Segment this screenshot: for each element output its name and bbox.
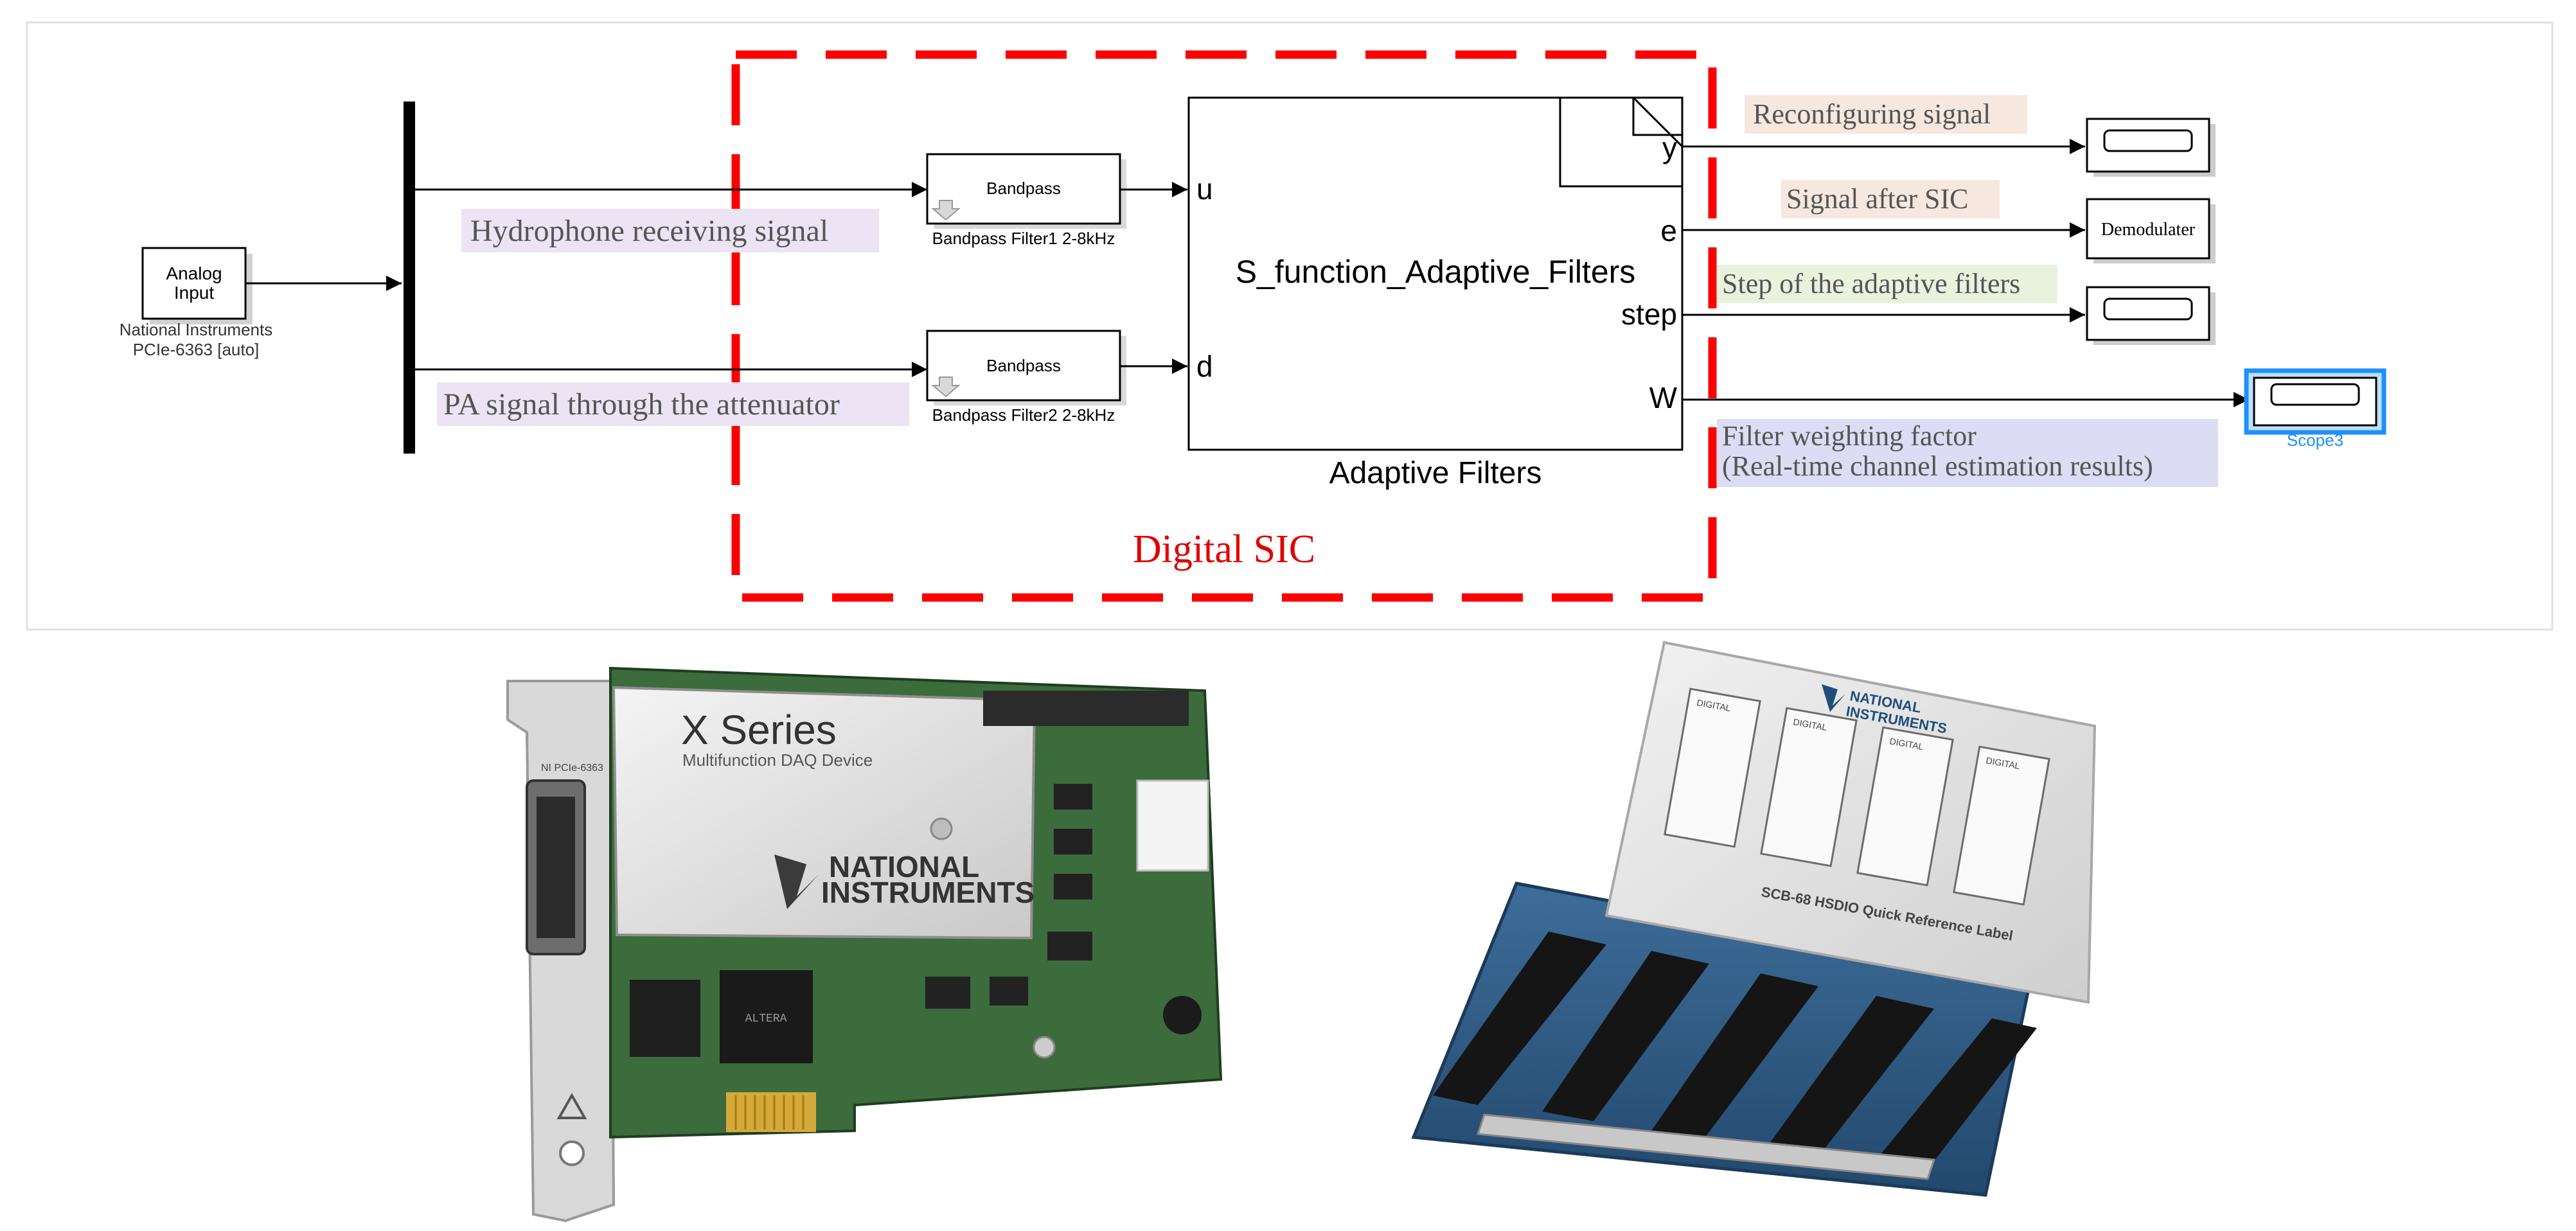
s-function-icon <box>1559 96 1683 188</box>
daq-card-photo: NI PCIe-6363 X Series Multifunction DAQ … <box>506 666 1223 1223</box>
reconfiguring-annotation: Reconfiguring signal <box>1753 98 1991 130</box>
ni-brand-line1: NATIONAL <box>829 850 979 883</box>
memory-chip <box>630 980 700 1057</box>
analog-input-block[interactable]: Analog Input <box>141 247 253 324</box>
bracket-label: NI PCIe-6363 <box>541 763 603 774</box>
scope-3-caption: Scope3 <box>2287 430 2343 450</box>
bandpass-filter-2-label: Bandpass <box>986 356 1061 375</box>
after-sic-highlight <box>1781 180 2000 218</box>
analog-input-label-2: Input <box>174 283 214 303</box>
port-e-label: e <box>1660 214 1677 247</box>
demodulator-label: Demodulater <box>2101 220 2196 240</box>
weight-annotation-1: Filter weighting factor <box>1722 420 1976 452</box>
adaptive-filters-caption: Adaptive Filters <box>1329 456 1542 490</box>
fpga-chip <box>720 970 813 1063</box>
after-sic-annotation: Signal after SIC <box>1786 183 1969 215</box>
rtsi-connector <box>983 691 1189 726</box>
mounting-rail <box>1476 1113 1936 1180</box>
reconfiguring-highlight <box>1745 95 2027 134</box>
x-series-title: X Series <box>681 707 837 753</box>
analog-input-label-1: Analog <box>166 263 222 283</box>
scb-block-photo: NATIONAL INSTRUMENTS DIGITAL DIGITAL DIG… <box>1411 641 2097 1197</box>
scope-2-block[interactable] <box>2086 286 2216 345</box>
step-annotation: Step of the adaptive filters <box>1722 268 2020 299</box>
weight-highlight <box>1717 419 2218 487</box>
port-d-label: d <box>1196 350 1213 383</box>
ni-eagle-logo <box>1822 684 1845 712</box>
demux-bus-bar[interactable] <box>404 102 415 454</box>
digital-sic-boundary <box>731 50 1717 602</box>
warning-icon <box>556 1092 587 1119</box>
pcie-edge-connector <box>726 1092 816 1132</box>
scope-screen-icon <box>2270 383 2360 406</box>
bandpass-filter-1-label: Bandpass <box>986 179 1061 198</box>
scope-screen-icon <box>2103 297 2193 321</box>
x-series-subtitle: Multifunction DAQ Device <box>682 750 873 770</box>
scope-3-block[interactable] <box>2244 368 2386 435</box>
port-w-label: W <box>1649 381 1678 414</box>
shield-cover <box>612 686 1036 940</box>
weight-annotation-2: (Real-time channel estimation results) <box>1722 450 2153 482</box>
pa-signal-annotation: PA signal through the attenuator <box>443 387 840 421</box>
bandpass-filter-1-block[interactable]: Bandpass <box>926 153 1126 229</box>
down-arrow-icon <box>931 200 961 221</box>
scope-screen-icon <box>2103 129 2193 152</box>
port-y-label: y <box>1662 131 1677 164</box>
bandpass-filter-2-caption: Bandpass Filter2 2-8kHz <box>932 405 1115 425</box>
step-highlight <box>1717 265 2057 303</box>
adaptive-filters-block[interactable]: S_function_Adaptive_Filters u d y e step… <box>1187 96 1683 451</box>
ni-eagle-logo <box>774 855 819 909</box>
fpga-chip-label: ALTERA <box>745 1013 787 1025</box>
demodulator-block[interactable]: Demodulater <box>2086 198 2216 263</box>
port-step-label: step <box>1621 297 1677 331</box>
analog-input-caption-1: National Instruments <box>120 320 272 339</box>
down-arrow-icon <box>931 376 961 398</box>
hydrophone-annotation: Hydrophone receiving signal <box>470 214 828 248</box>
hydrophone-highlight <box>461 209 879 252</box>
bandpass-filter-1-caption: Bandpass Filter1 2-8kHz <box>932 229 1115 248</box>
digital-sic-label: Digital SIC <box>1133 527 1315 571</box>
analog-input-caption-2: PCIe-6363 [auto] <box>133 340 260 359</box>
port-u-label: u <box>1196 172 1213 206</box>
aux-connector <box>1136 779 1209 872</box>
adaptive-filters-title: S_function_Adaptive_Filters <box>1236 254 1636 290</box>
scope-1-block[interactable] <box>2086 118 2216 177</box>
ni-brand-line2: INSTRUMENTS <box>821 876 1035 909</box>
pa-signal-highlight <box>437 382 909 426</box>
bandpass-filter-2-block[interactable]: Bandpass <box>926 330 1126 405</box>
page-fold-icon <box>1632 98 1682 136</box>
